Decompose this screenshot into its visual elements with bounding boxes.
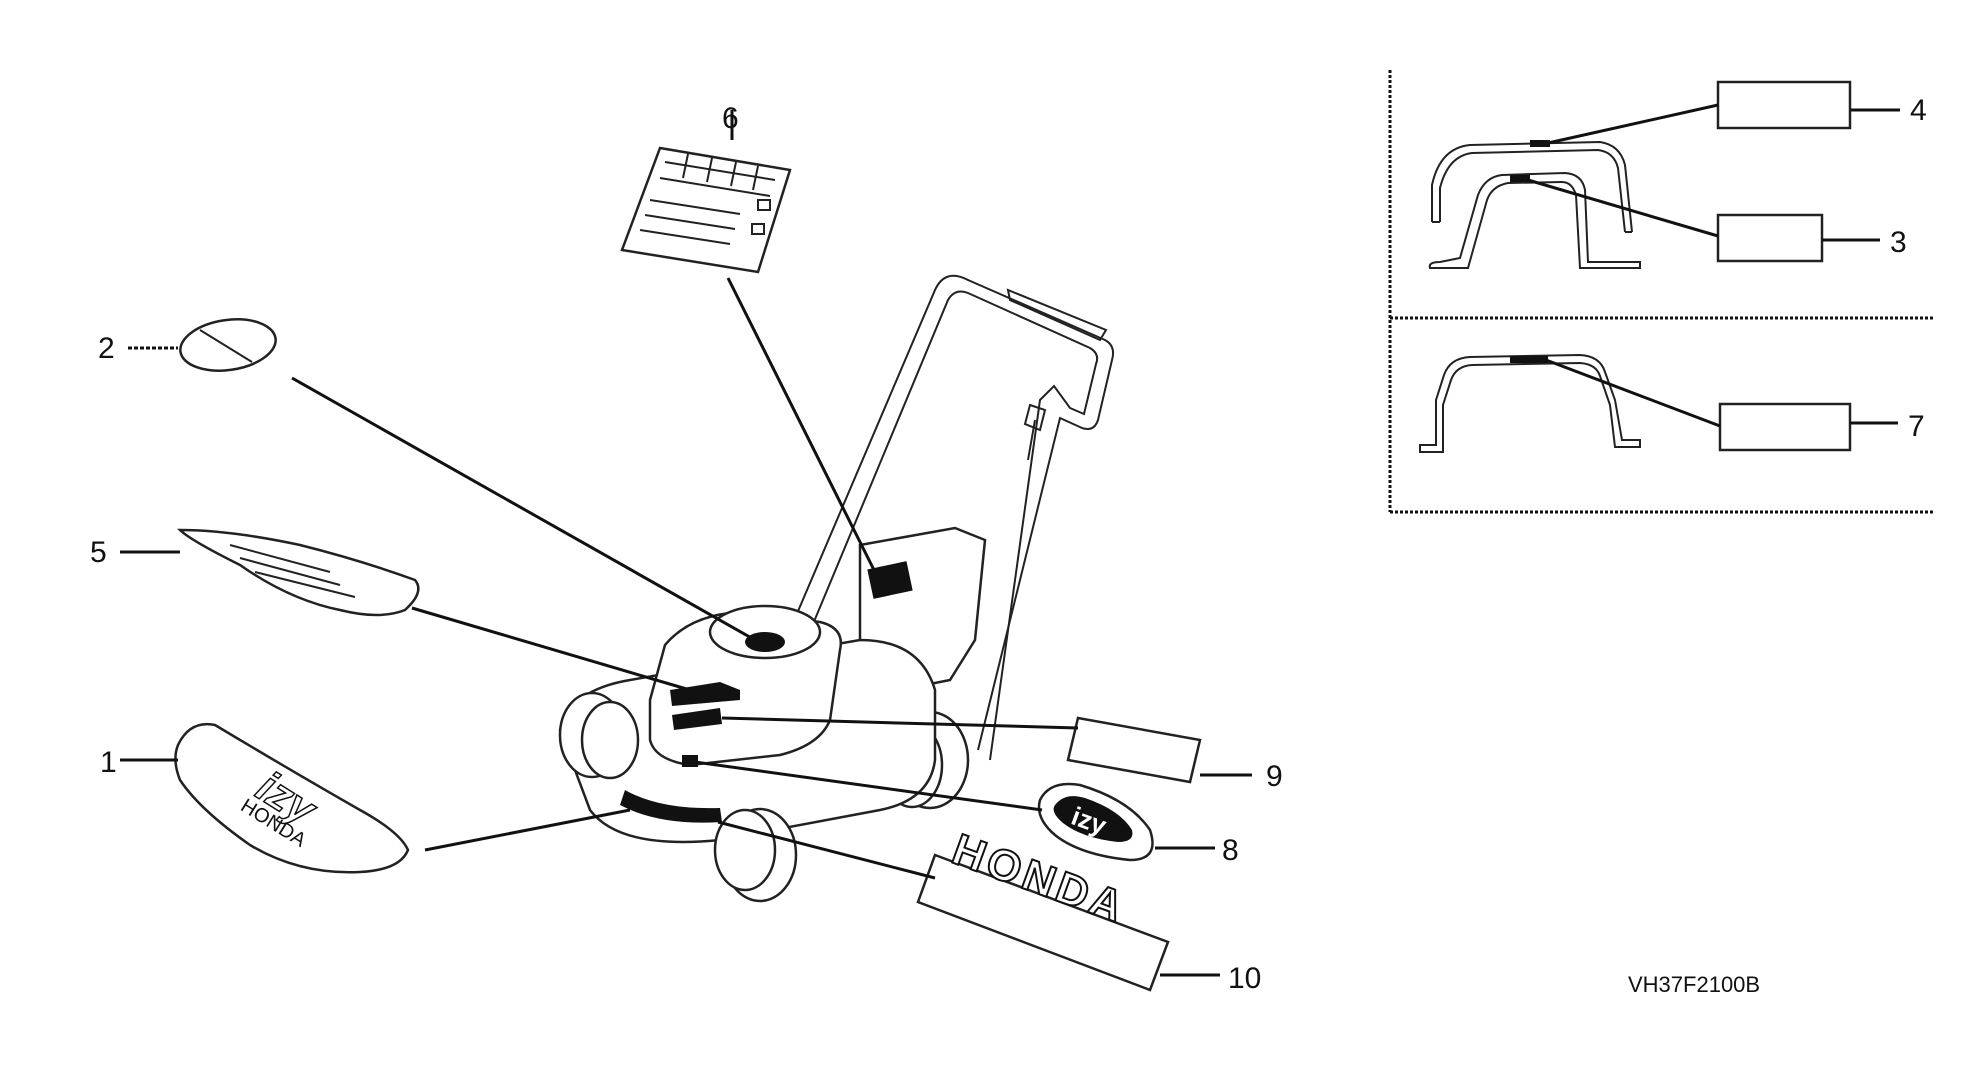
- decal-9: [1066, 716, 1202, 784]
- decal-3: [1716, 213, 1824, 263]
- handle-upper-inset: [1428, 140, 1641, 269]
- decal-position-6: [867, 561, 913, 599]
- callout-2: 2: [98, 332, 115, 365]
- callout-3: 3: [1890, 226, 1907, 259]
- decal-7: [1718, 402, 1852, 452]
- diagram-code: VH37F2100B: [1628, 972, 1760, 997]
- decal-position-3: [1510, 175, 1530, 182]
- callout-8: 8: [1222, 834, 1239, 867]
- lawn-mower: [558, 274, 1115, 903]
- callout-5: 5: [90, 536, 107, 569]
- leader-lines: [120, 110, 1252, 977]
- decal-position-1: [620, 790, 722, 823]
- decal-8: izy: [1037, 782, 1154, 862]
- callout-10: 10: [1228, 962, 1261, 995]
- handle-lower-inset: [1419, 353, 1641, 453]
- callout-9: 9: [1266, 760, 1283, 793]
- callout-6: 6: [722, 102, 739, 135]
- callout-1: 1: [100, 746, 117, 779]
- decal-1: izy HONDA: [174, 722, 410, 874]
- decal-position-8: [682, 755, 698, 767]
- decal-position-2: [745, 632, 785, 652]
- callout-7: 7: [1908, 410, 1925, 443]
- decal-6: [620, 146, 792, 274]
- callout-4: 4: [1910, 94, 1927, 127]
- decal-position-7: [1510, 356, 1548, 363]
- decal-4: [1716, 80, 1852, 130]
- decal-2: [179, 318, 277, 372]
- decal-position-4: [1530, 140, 1550, 147]
- inset-panel: [1388, 70, 1935, 514]
- decal-5: [176, 528, 420, 617]
- decal-position-9: [672, 708, 722, 730]
